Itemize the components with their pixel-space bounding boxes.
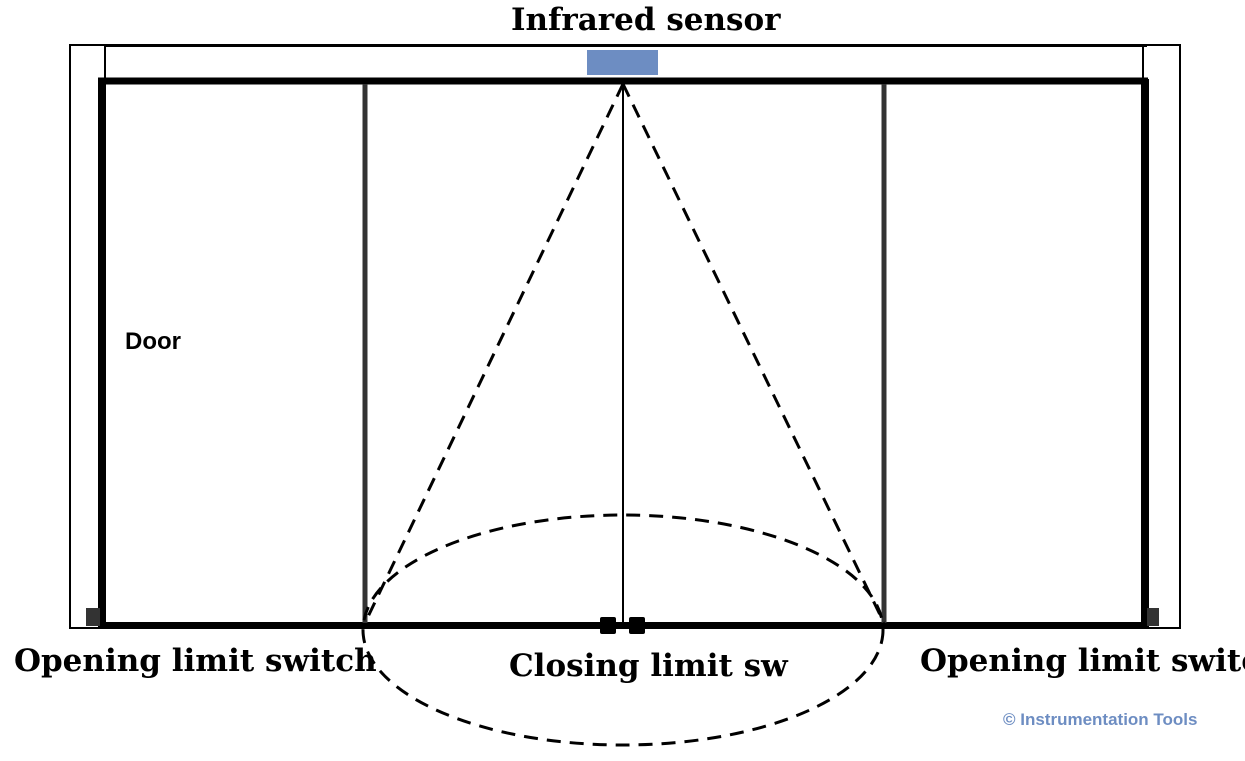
detection-zone [361,513,885,747]
cone-left-edge [363,83,625,624]
cone-right-edge [621,83,886,624]
door-label: Door [125,328,181,355]
copyright-watermark: © Instrumentation Tools [1003,710,1198,729]
closing-limit-switch-label: Closing limit sw [509,648,788,684]
opening-limit-switch-left-label: Opening limit switch [14,643,377,679]
opening-limit-switch-right [1147,608,1159,626]
opening-limit-switch-right-label: Opening limit switch [920,643,1245,679]
infrared-sensor-label: Infrared sensor [511,2,781,38]
opening-limit-switch-left [86,608,100,626]
infrared-sensor [587,50,658,75]
closing-limit-switch-left [600,617,616,634]
closing-limit-switch-right [629,617,645,634]
outer-frame [69,44,1181,629]
